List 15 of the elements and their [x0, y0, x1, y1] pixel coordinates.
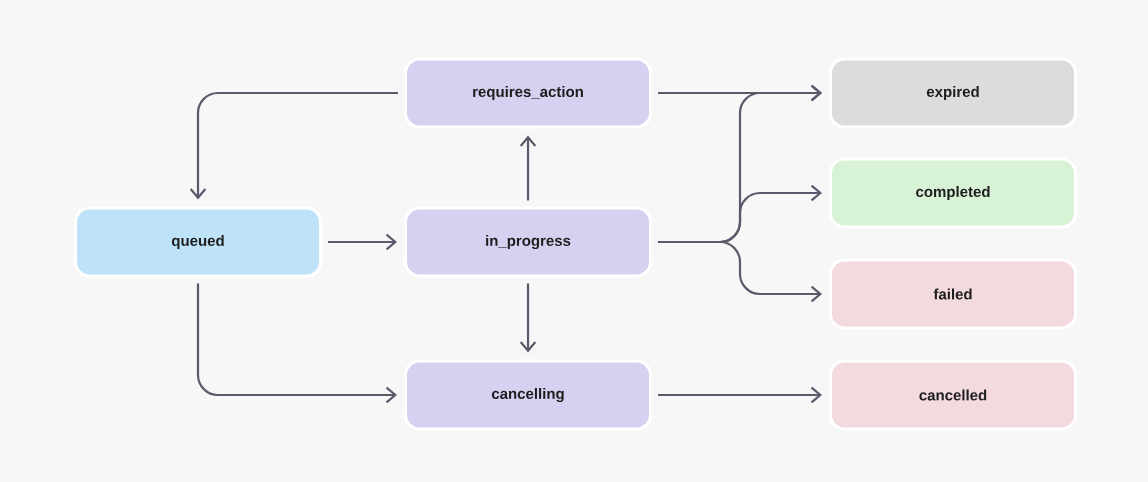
arrow: [328, 233, 397, 251]
arrow: [658, 240, 822, 303]
state-box: cancelled: [829, 359, 1077, 431]
arrow: [519, 283, 537, 353]
state-box: completed: [829, 157, 1077, 229]
arrow: [519, 135, 537, 201]
state-box: failed: [829, 258, 1077, 330]
state-box: requires_action: [404, 57, 652, 129]
arrow: [658, 386, 822, 404]
state-box: expired: [829, 57, 1077, 129]
arrow: [189, 91, 398, 200]
state-box: queued: [74, 206, 322, 278]
state-box: cancelling: [404, 359, 652, 431]
state-box: in_progress: [404, 206, 652, 278]
arrow: [196, 283, 397, 404]
